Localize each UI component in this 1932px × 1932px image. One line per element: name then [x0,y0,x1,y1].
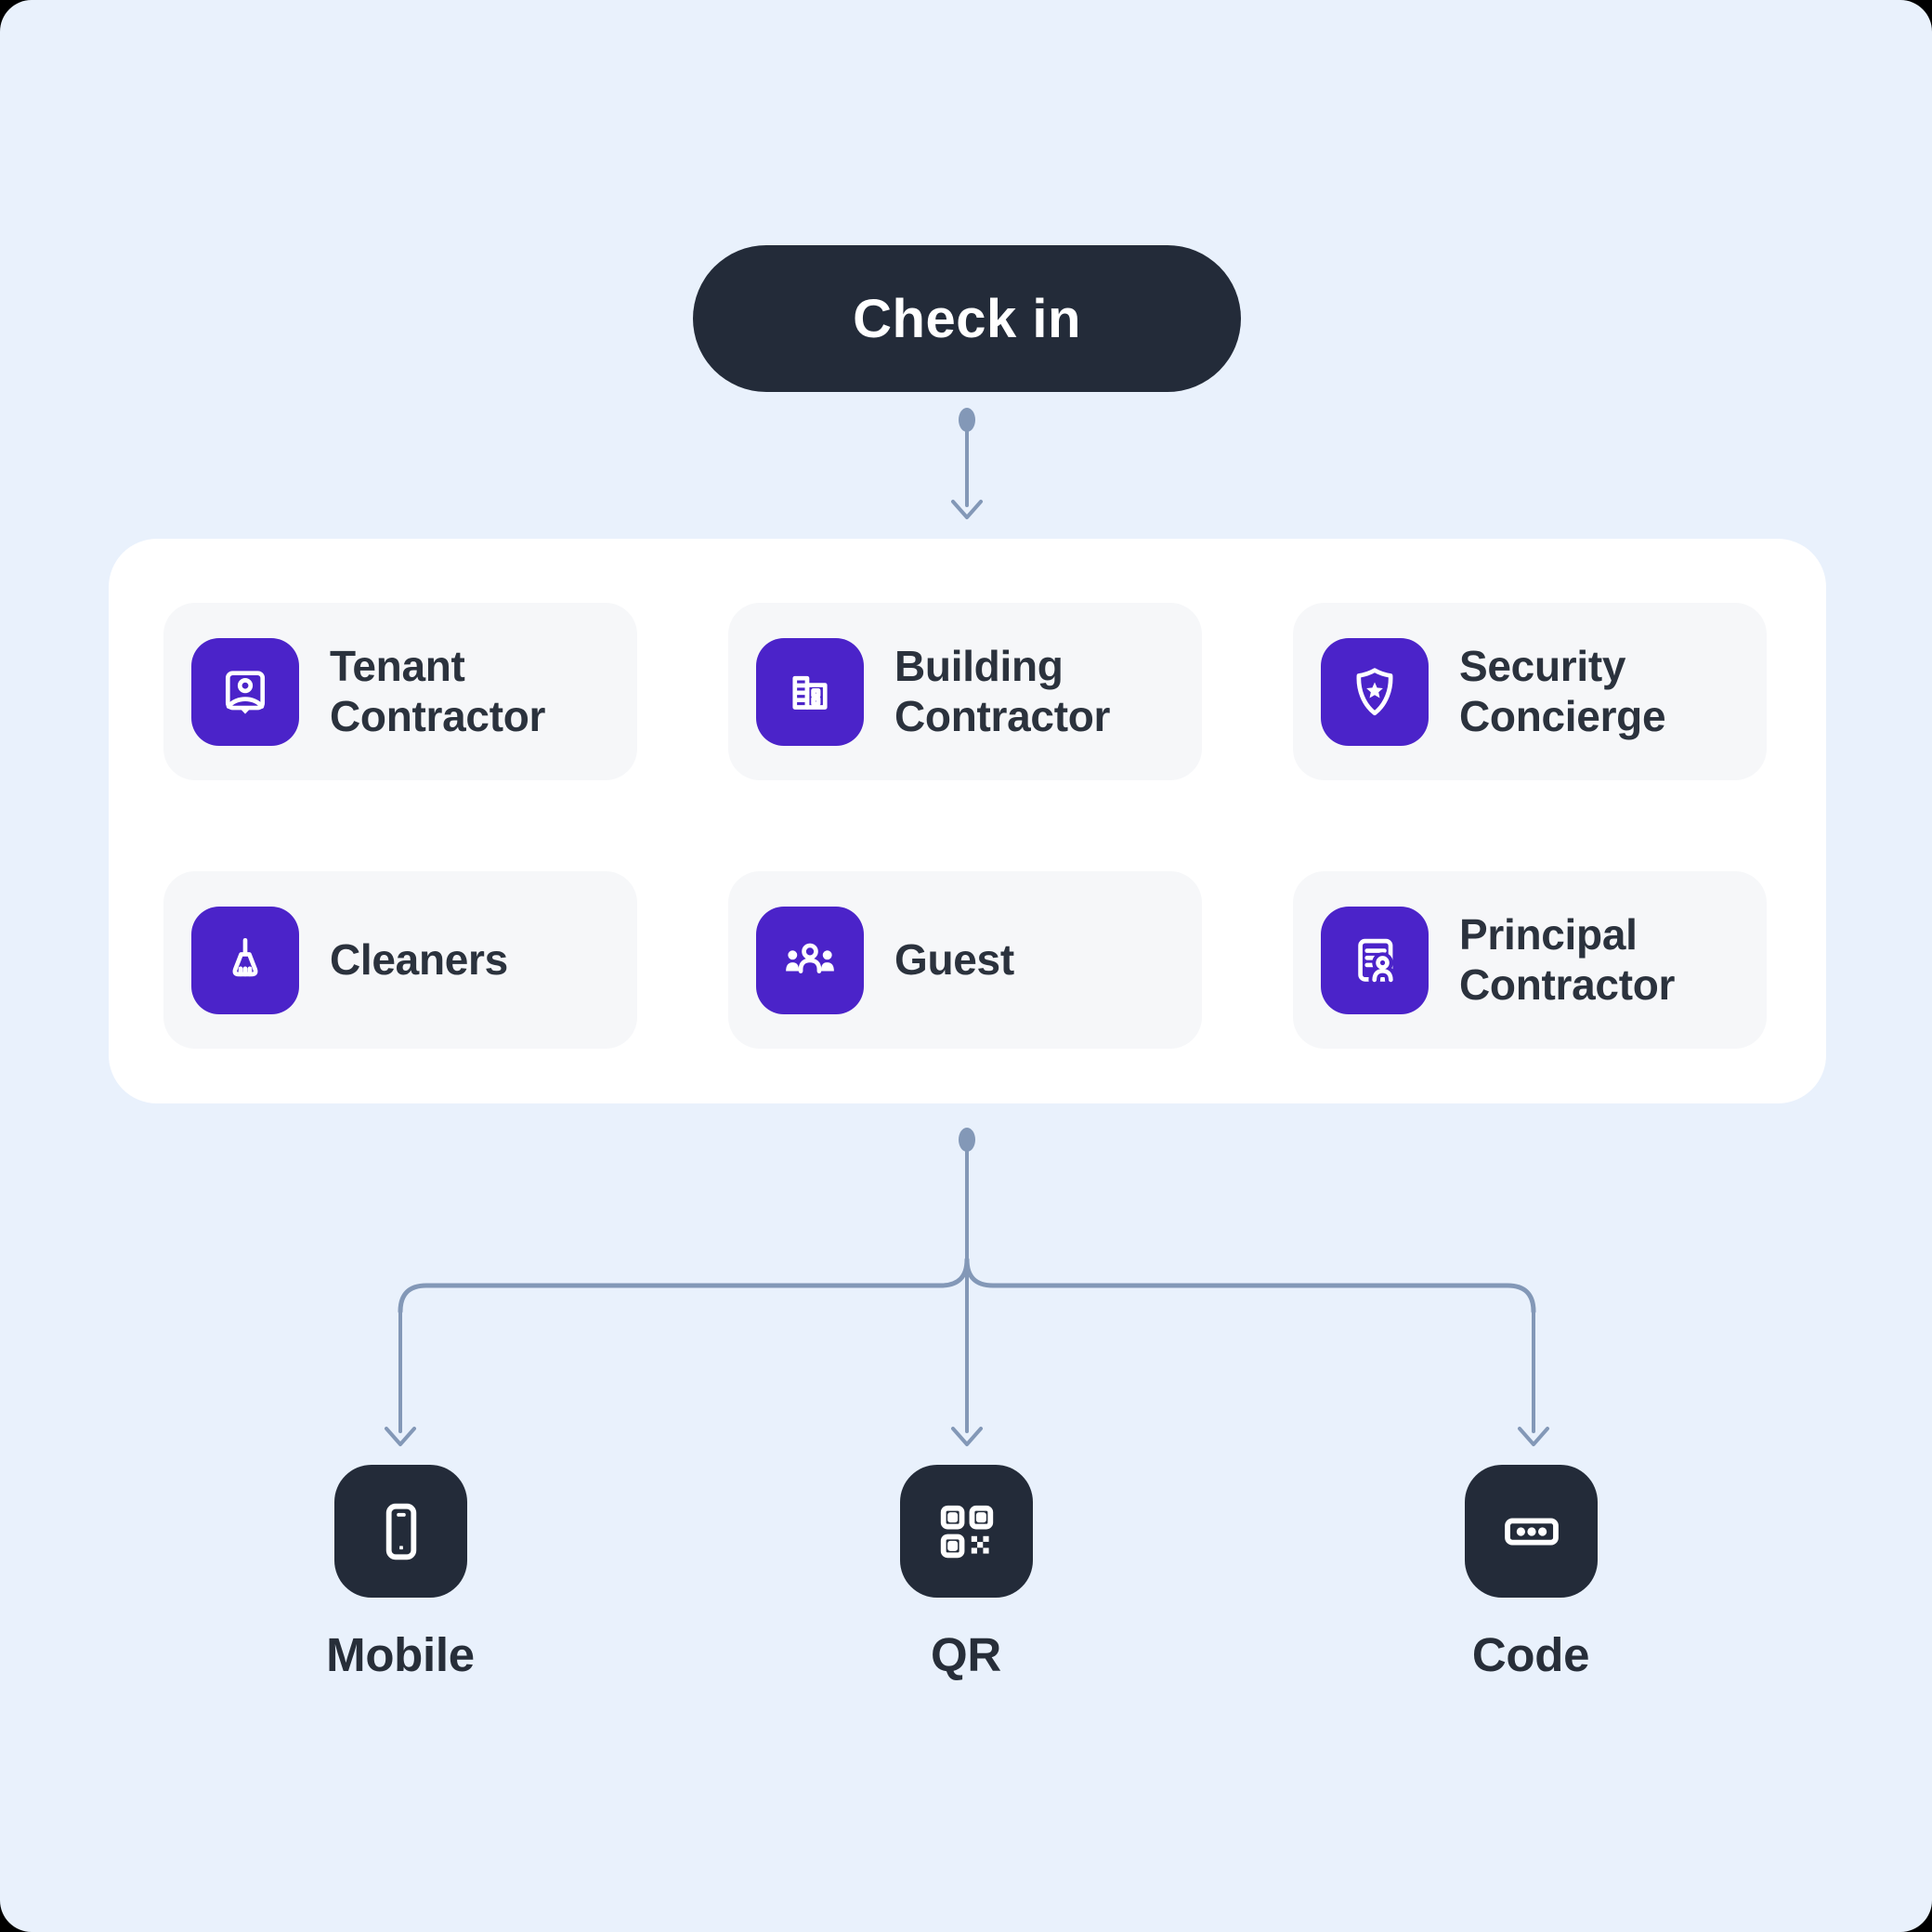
flow-dot [959,408,975,432]
flow-branch-trunk [398,1257,1536,1314]
method-tile-mobile [334,1465,467,1598]
role-label: Building Contractor [894,642,1111,740]
passcode-icon [1504,1517,1559,1546]
role-card-security-concierge: Security Concierge [1293,603,1767,780]
broom-icon [232,937,258,976]
checkin-root-node: Check in [693,245,1241,392]
method-label-qr: QR [931,1628,1001,1681]
method-tile-qr [900,1465,1033,1598]
role-icon-tile [191,637,299,746]
role-icon-tile [191,906,299,1014]
method-label-code: Code [1471,1628,1590,1681]
role-icon-tile [1321,637,1429,746]
qr-code-icon [940,1505,993,1558]
role-label: Guest [894,934,1014,984]
method-tile-code [1465,1465,1598,1598]
role-icon-tile [1321,906,1429,1014]
role-icon-tile [756,637,864,746]
role-label: Principal Contractor [1459,910,1676,1009]
role-card-tenant-contractor: Tenant Contractor [163,603,637,780]
arrowhead-icon [951,500,983,519]
shield-star-icon [1356,667,1393,715]
checkin-root-label: Check in [853,288,1081,349]
role-card-principal-contractor: Principal Contractor [1293,871,1767,1049]
role-card-guest: Guest [728,871,1202,1049]
arrowhead-icon [1518,1427,1549,1446]
badge-person-icon [225,670,266,714]
flow-dot [959,1128,975,1152]
arrowhead-icon [385,1427,416,1446]
building-icon [792,675,828,710]
method-label-mobile: Mobile [326,1628,475,1681]
smartphone-icon [385,1503,416,1560]
role-label: Tenant Contractor [330,642,546,740]
arrowhead-icon [951,1427,983,1446]
role-icon-tile [756,906,864,1014]
id-document-icon [1358,938,1397,986]
role-card-building-contractor: Building Contractor [728,603,1202,780]
roles-panel: Tenant Contractor Building Contractor [109,539,1826,1103]
role-card-cleaners: Cleaners [163,871,637,1049]
people-icon [786,943,834,973]
role-label: Cleaners [330,934,508,984]
role-label: Security Concierge [1459,642,1666,740]
